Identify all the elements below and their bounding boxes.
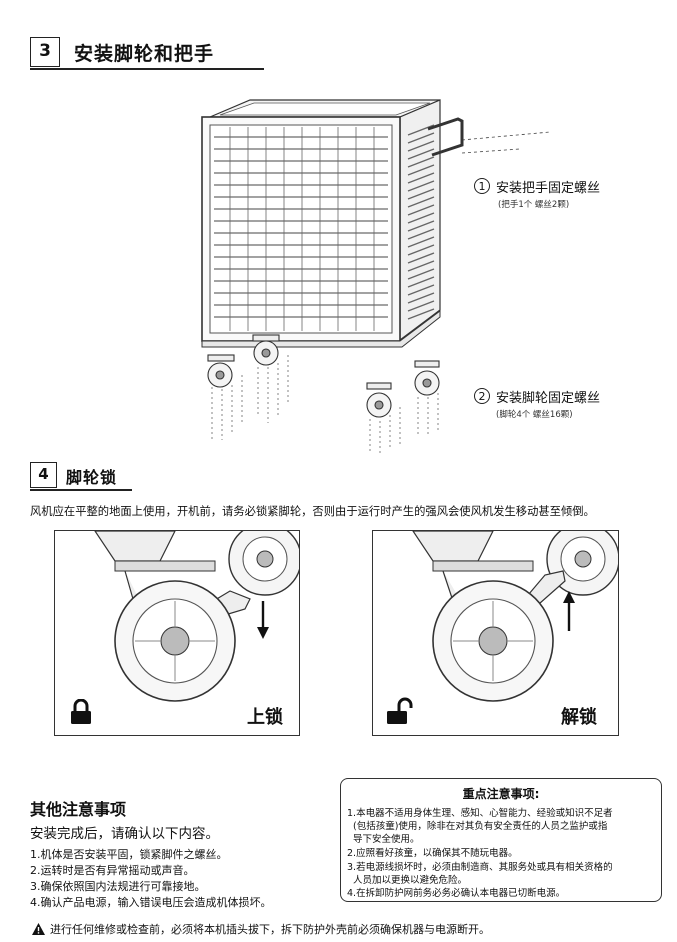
other-notes-title: 其他注意事项 (30, 800, 127, 819)
callout-1-label: 安装把手固定螺丝 (496, 181, 601, 196)
section-3-title: 安装脚轮和把手 (74, 43, 215, 65)
caster-locked-illustration (94, 531, 299, 702)
unlock-label: 解锁 (561, 707, 597, 728)
other-notes-item: 3.确保依照国内法规进行可靠接地。 (30, 880, 206, 893)
arrow-down-icon (257, 601, 269, 639)
other-notes-item: 1.机体是否安装平固，锁紧脚件之螺丝。 (30, 848, 228, 861)
caster-lock-warning: 风机应在平整的地面上使用，开机前，请务必锁紧脚轮，否则由于运行时产生的强风会使风… (30, 505, 595, 518)
callout-1-note: (把手1个 螺丝2颗) (498, 200, 570, 210)
fan-cabinet-illustration (201, 99, 551, 453)
unlock-panel: 解锁 (372, 530, 619, 736)
callout-2-number: 2 (474, 388, 490, 404)
key-notes-line: 1.本电器不适用身体生理、感知、心智能力、经验或知识不足者 (347, 808, 613, 819)
callout-2-label: 安装脚轮固定螺丝 (496, 391, 601, 406)
key-notes-title: 重点注意事项: (462, 787, 540, 801)
step-number-4: 4 (30, 462, 57, 488)
key-notes-line: 人员加以更换以避免危险。 (353, 875, 468, 886)
callout-1-number: 1 (474, 178, 490, 194)
warning-triangle-icon (32, 923, 45, 935)
key-notes-line: 2.应照看好孩童，以确保其不随玩电器。 (347, 848, 518, 859)
padlock-locked-icon (71, 699, 91, 724)
key-notes-line: 4.在拆卸防护网前务必务必确认本电器已切断电源。 (347, 888, 566, 899)
key-notes-box: 重点注意事项: 1.本电器不适用身体生理、感知、心智能力、经验或知识不足者 (包… (340, 778, 662, 902)
other-notes-item: 4.确认产品电源，输入错误电压会造成机体损坏。 (30, 896, 272, 909)
callout-2-note: (脚轮4个 螺丝16颗) (496, 410, 573, 420)
arrow-up-icon (563, 591, 575, 631)
footer-warning: 进行任何维修或检查前，必须将本机插头拔下，拆下防护外壳前必须确保机器与电源断开。 (50, 923, 490, 936)
section-4-underline (30, 489, 132, 491)
other-notes-subtitle: 安装完成后，请确认以下内容。 (30, 826, 219, 842)
key-notes-line: 3.若电源线损坏时，必须由制造商、其服务处或具有相关资格的 (347, 862, 613, 873)
step-number-3: 3 (30, 37, 60, 67)
section-3-underline (30, 68, 264, 70)
key-notes-line: 导下安全使用。 (353, 834, 420, 845)
lock-panel: 上锁 (54, 530, 300, 736)
lock-label: 上锁 (247, 707, 283, 728)
caster-unlocked-illustration (412, 531, 618, 702)
other-notes-item: 2.运转时是否有异常摇动或声音。 (30, 864, 195, 877)
section-4-title: 脚轮锁 (66, 468, 118, 487)
padlock-unlocked-icon (387, 697, 413, 724)
key-notes-line: (包括孩童)使用，除非在对其负有安全责任的人员之监护或指 (353, 821, 608, 832)
